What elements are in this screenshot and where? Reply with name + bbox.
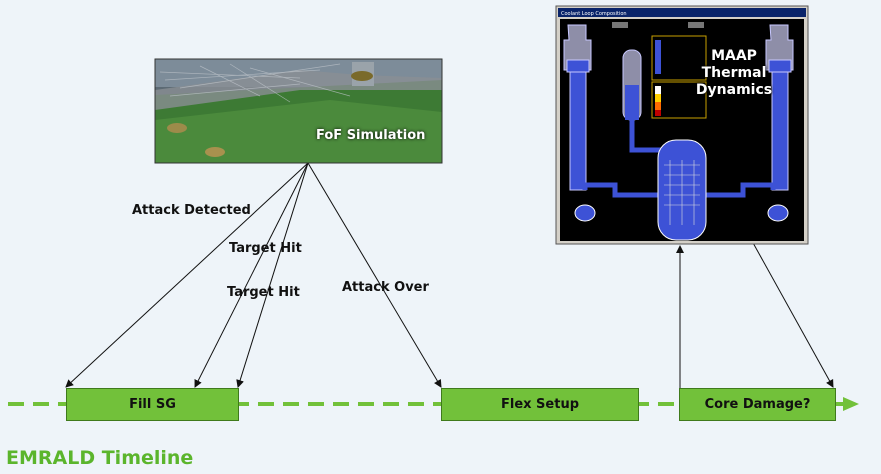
fof-caption: FoF Simulation: [316, 128, 426, 143]
label-attack-detected: Attack Detected: [132, 203, 251, 218]
timeline-box-fill-sg: Fill SG: [66, 388, 239, 421]
fof-simulation-image: [154, 58, 443, 164]
arrow-attack-over: [307, 162, 442, 388]
timeline-box-core-damage: Core Damage?: [679, 388, 836, 421]
fof-event-arrows: [65, 162, 442, 388]
maap-caption-line-1: MAAP: [711, 48, 757, 64]
arrow-target-hit-2: [236, 162, 309, 388]
maap-arrows: [676, 240, 834, 388]
maap-caption-line-3: Dynamics: [695, 82, 773, 98]
maap-caption-line-2: Thermal: [701, 65, 767, 81]
svg-text:Coolant Loop Composition: Coolant Loop Composition: [561, 11, 627, 17]
timeline-title: EMRALD Timeline: [6, 447, 194, 469]
maap-caption: MAAP Thermal Dynamics: [694, 48, 774, 99]
label-attack-over: Attack Over: [342, 280, 429, 295]
label-target-hit-2: Target Hit: [227, 285, 300, 300]
arrow-from-maap: [751, 240, 834, 388]
label-target-hit-1: Target Hit: [229, 241, 302, 256]
timeline-box-flex-setup: Flex Setup: [441, 388, 639, 421]
maap-window: Coolant Loop Composition: [555, 5, 809, 245]
arrow-attack-detected: [65, 162, 309, 388]
arrow-target-hit-1: [194, 162, 309, 388]
